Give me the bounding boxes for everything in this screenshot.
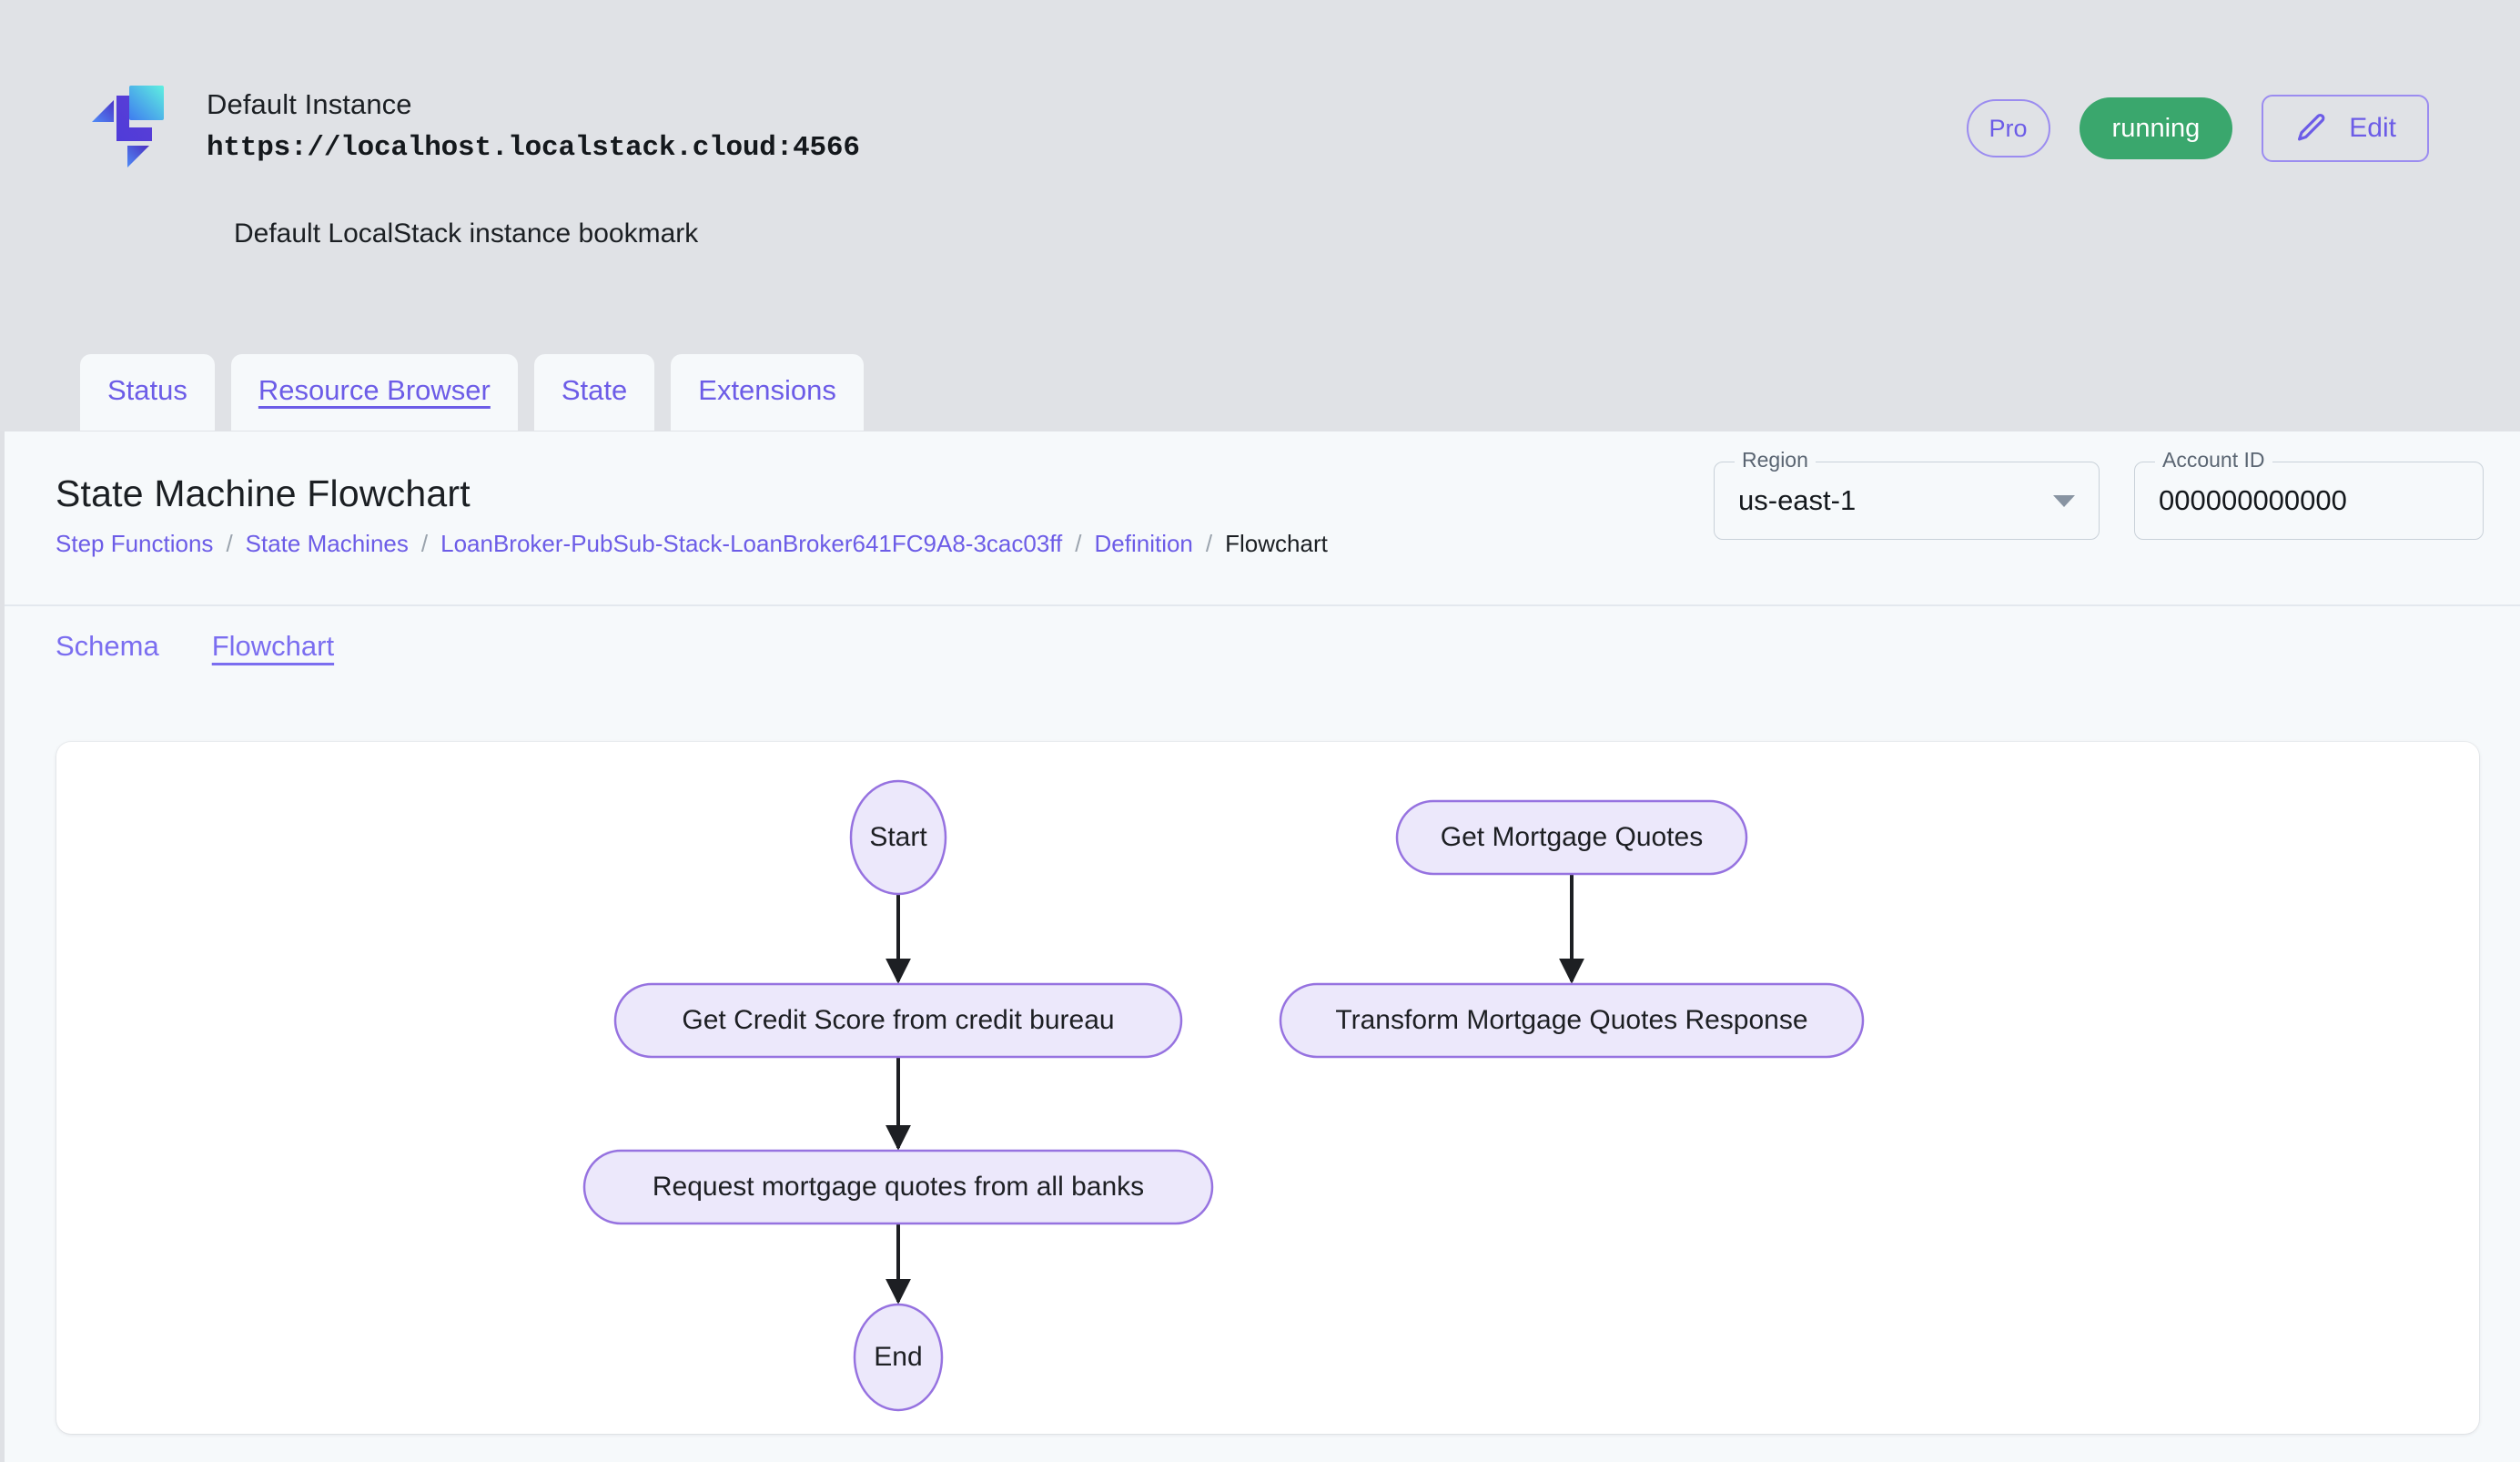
- page-title: State Machine Flowchart: [56, 472, 471, 514]
- flow-node-credit[interactable]: Get Credit Score from credit bureau: [613, 982, 1183, 1059]
- instance-name: Default Instance: [207, 88, 412, 120]
- breadcrumb-item-step-functions[interactable]: Step Functions: [56, 530, 214, 557]
- region-select[interactable]: Region us-east-1: [1714, 448, 2100, 540]
- flow-node-label: End: [874, 1342, 922, 1372]
- flow-node-shape: [849, 779, 947, 896]
- flow-node-transform[interactable]: Transform Mortgage Quotes Response: [1279, 982, 1865, 1059]
- chevron-down-icon[interactable]: [2053, 494, 2075, 507]
- instance-url: https://localhost.localstack.cloud:4566: [207, 131, 860, 164]
- breadcrumb-item-state-machines[interactable]: State Machines: [245, 530, 409, 557]
- flow-node-end[interactable]: End: [853, 1303, 944, 1412]
- flow-node-shape: [613, 982, 1183, 1059]
- subtab-schema[interactable]: Schema: [56, 630, 159, 662]
- region-value: us-east-1: [1738, 484, 1857, 516]
- localstack-logo-icon: [86, 80, 170, 171]
- flowchart-edges: [886, 874, 1584, 1305]
- primary-tabs: Status Resource Browser State Extensions: [80, 354, 864, 431]
- breadcrumb: Step Functions / State Machines / LoanBr…: [56, 530, 1328, 558]
- secondary-tabs: Schema Flowchart: [56, 630, 334, 663]
- edit-button-label: Edit: [2349, 113, 2396, 143]
- instance-description: Default LocalStack instance bookmark: [234, 218, 699, 249]
- instance-info: Default Instance https://localhost.local…: [207, 80, 860, 167]
- subtab-flowchart[interactable]: Flowchart: [211, 630, 335, 662]
- breadcrumb-item-definition[interactable]: Definition: [1094, 530, 1193, 557]
- breadcrumb-item-flowchart: Flowchart: [1225, 530, 1328, 557]
- account-id-label: Account ID: [2155, 448, 2272, 472]
- section-divider: [5, 604, 2520, 606]
- header-actions: Pro running Edit: [1966, 95, 2429, 162]
- flow-node-shape: [582, 1149, 1214, 1225]
- tab-extensions[interactable]: Extensions: [671, 354, 864, 431]
- flow-node-label: Get Credit Score from credit bureau: [682, 1005, 1114, 1035]
- flow-node-label: Start: [869, 822, 927, 852]
- breadcrumb-separator: /: [1075, 530, 1082, 557]
- flow-node-shape: [853, 1303, 944, 1412]
- region-label: Region: [1735, 448, 1816, 472]
- tab-resource-browser[interactable]: Resource Browser: [230, 354, 518, 431]
- title-block: State Machine Flowchart Step Functions /…: [56, 472, 1328, 558]
- flow-node-start[interactable]: Start: [849, 779, 947, 896]
- flow-node-label: Get Mortgage Quotes: [1441, 822, 1704, 852]
- flow-node-shape: [1279, 982, 1865, 1059]
- tab-status[interactable]: Status: [80, 354, 215, 431]
- breadcrumb-separator: /: [226, 530, 233, 557]
- breadcrumb-separator: /: [1205, 530, 1213, 557]
- edit-button[interactable]: Edit: [2262, 95, 2429, 162]
- main-panel: State Machine Flowchart Step Functions /…: [5, 431, 2520, 1462]
- pencil-icon: [2294, 111, 2329, 146]
- instance-header: Default Instance https://localhost.local…: [0, 0, 2520, 432]
- breadcrumb-separator: /: [420, 530, 429, 557]
- account-id-field[interactable]: Account ID 000000000000: [2134, 448, 2484, 540]
- flow-node-label: Request mortgage quotes from all banks: [653, 1172, 1144, 1202]
- account-id-value: 000000000000: [2159, 484, 2347, 516]
- brand-row: Default Instance https://localhost.local…: [86, 80, 860, 171]
- status-badge: running: [2079, 97, 2233, 159]
- pro-badge[interactable]: Pro: [1966, 99, 2050, 157]
- tab-state[interactable]: State: [533, 354, 655, 431]
- flow-node-label: Transform Mortgage Quotes Response: [1335, 1005, 1807, 1035]
- breadcrumb-item-state-machine-name[interactable]: LoanBroker-PubSub-Stack-LoanBroker641FC9…: [440, 530, 1063, 557]
- flow-node-request[interactable]: Request mortgage quotes from all banks: [582, 1149, 1214, 1225]
- flow-node-shape: [1395, 799, 1748, 876]
- selectors: Region us-east-1 Account ID 000000000000: [1714, 448, 2484, 540]
- left-edge-strip: [0, 431, 5, 1462]
- flow-node-getquotes[interactable]: Get Mortgage Quotes: [1395, 799, 1748, 876]
